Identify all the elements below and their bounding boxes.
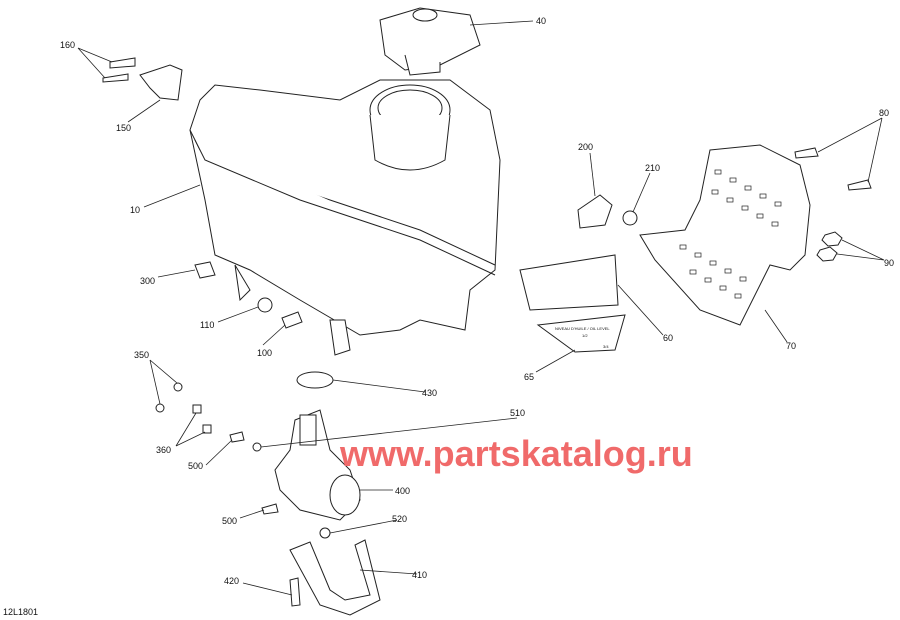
callout-60: 60 [663, 333, 673, 343]
clip-150 [139, 64, 183, 101]
callout-430: 430 [422, 388, 437, 398]
grommet-360a [192, 404, 202, 414]
callout-210: 210 [645, 163, 660, 173]
screw-80b [847, 179, 872, 191]
sticker-65 [536, 314, 626, 353]
screw-500b [261, 503, 279, 515]
callout-70: 70 [786, 341, 796, 351]
callout-10: 10 [130, 205, 140, 215]
callout-420: 420 [224, 576, 239, 586]
callout-410: 410 [412, 570, 427, 580]
screw-420 [289, 577, 301, 607]
oil-pump [274, 409, 361, 521]
callout-520: 520 [392, 514, 407, 524]
bolt-90b [816, 246, 838, 262]
callout-40: 40 [536, 16, 546, 26]
callout-300: 300 [140, 276, 155, 286]
clamp-350a [173, 382, 183, 392]
leader-lines [77, 20, 885, 596]
diagram-id: 12L1801 [3, 607, 38, 617]
callout-160: 160 [60, 40, 75, 50]
sticker-mark1: 1/2 [582, 333, 588, 338]
callout-400: 400 [395, 486, 410, 496]
clamp-300 [194, 261, 216, 279]
screw-80a [794, 147, 819, 159]
grommet-360b [202, 424, 212, 434]
nut-510 [252, 442, 262, 452]
callout-350: 350 [134, 350, 149, 360]
screws-160 [102, 57, 136, 83]
callout-200: 200 [578, 142, 593, 152]
skid-plate-70 [639, 144, 811, 326]
watermark: www.partskatalog.ru [339, 433, 693, 474]
bracket-200 [577, 194, 613, 229]
oil-tank [189, 79, 501, 356]
sticker-60 [519, 254, 619, 311]
oil-cap [379, 7, 481, 76]
strap-410 [289, 539, 381, 616]
screw-500a [229, 431, 245, 443]
clamp-350b [155, 403, 165, 413]
bolt-90a [821, 231, 843, 247]
fastener-210 [622, 210, 638, 226]
callout-65: 65 [524, 372, 534, 382]
screw-100 [281, 311, 303, 329]
plate-holes [679, 169, 782, 299]
callout-90: 90 [884, 258, 894, 268]
sticker-title: NIVEAU D'HUILE / OIL LEVEL [555, 326, 610, 331]
callout-80: 80 [879, 108, 889, 118]
sticker-mark2: 3/4 [603, 344, 609, 349]
washer-110 [257, 297, 273, 313]
callout-500a: 500 [188, 461, 203, 471]
callout-510: 510 [510, 408, 525, 418]
callout-110: 110 [200, 320, 214, 330]
callout-100: 100 [257, 348, 272, 358]
callout-150: 150 [116, 123, 131, 133]
nut-520 [319, 527, 331, 539]
callout-360: 360 [156, 445, 171, 455]
hose-clamp-430 [296, 371, 334, 389]
callout-500b: 500 [222, 516, 237, 526]
